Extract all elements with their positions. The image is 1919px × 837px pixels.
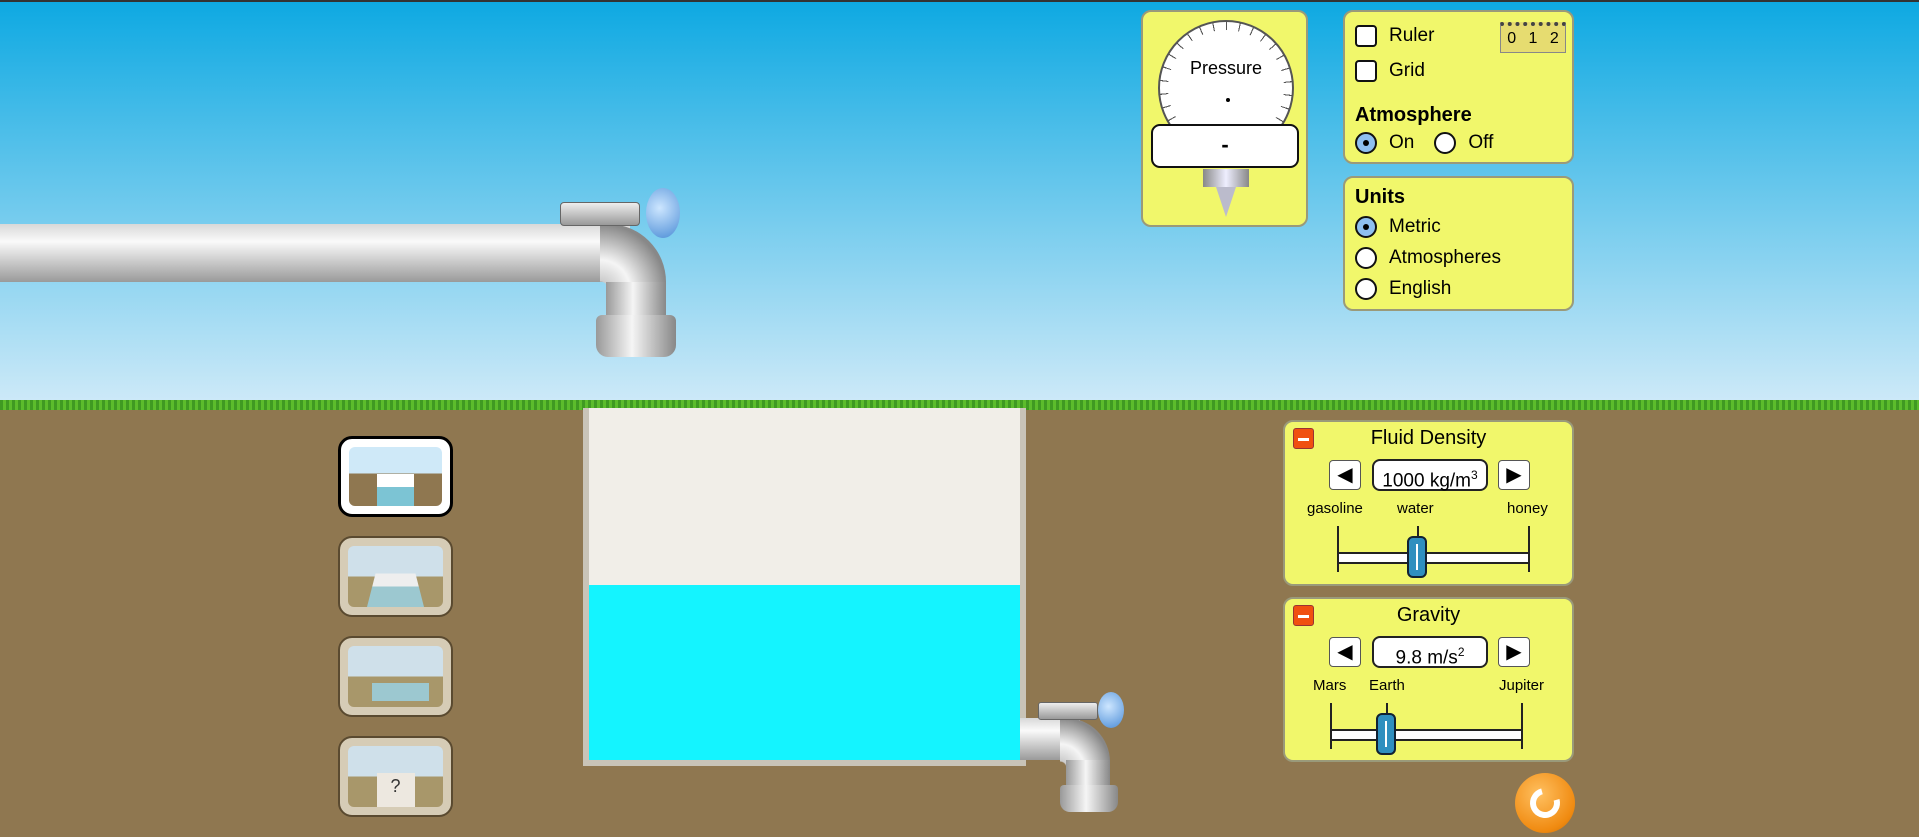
- gravity-value[interactable]: 9.8 m/s2: [1372, 636, 1488, 668]
- atmosphere-off-radio[interactable]: [1434, 132, 1457, 154]
- top-faucet-knob[interactable]: [646, 188, 680, 238]
- fluid-density-panel: Fluid Density ◀ 1000 kg/m3 ▶ gasoline wa…: [1283, 420, 1574, 586]
- reset-all-button[interactable]: [1515, 773, 1575, 833]
- units-english-label: English: [1389, 278, 1452, 299]
- water: [589, 585, 1020, 760]
- ruler-tick: 2: [1549, 30, 1559, 47]
- ruler-checkbox[interactable]: [1355, 25, 1377, 47]
- atmosphere-title: Atmosphere: [1355, 104, 1472, 126]
- gauge-probe-tip: [1216, 187, 1236, 217]
- gravity-label-jupiter: Jupiter: [1499, 677, 1545, 694]
- ruler-checkbox-row[interactable]: Ruler: [1355, 25, 1434, 47]
- gravity-title: Gravity: [1396, 604, 1461, 626]
- ruler-tick: 1: [1528, 30, 1538, 47]
- ruler-tick: 0: [1507, 30, 1517, 47]
- gravity-decrease-button[interactable]: ◀: [1329, 637, 1361, 667]
- units-metric-label: Metric: [1389, 216, 1441, 237]
- units-title: Units: [1355, 186, 1405, 208]
- atmosphere-on-radio[interactable]: [1355, 132, 1377, 154]
- density-value[interactable]: 1000 kg/m3: [1372, 459, 1488, 491]
- collapse-fluid-density-button[interactable]: [1293, 428, 1314, 449]
- units-atmospheres-radio[interactable]: [1355, 247, 1377, 269]
- gauge-readout: -: [1151, 124, 1299, 168]
- fluid-density-title: Fluid Density: [1370, 427, 1487, 449]
- density-label-gasoline: gasoline: [1307, 500, 1363, 517]
- grass: [0, 400, 1919, 410]
- top-faucet-handle[interactable]: [560, 202, 640, 226]
- sky: [0, 0, 1919, 406]
- pool: [583, 408, 1026, 766]
- gravity-increase-button[interactable]: ▶: [1498, 637, 1530, 667]
- scene-button-chamber-pool[interactable]: [338, 636, 453, 717]
- mystery-label: ?: [376, 773, 415, 807]
- atmosphere-off-label: Off: [1468, 132, 1494, 153]
- bottom-faucet-handle[interactable]: [1038, 702, 1098, 720]
- units-atmospheres-label: Atmospheres: [1389, 247, 1501, 268]
- pressure-gauge-panel[interactable]: Pressure -: [1141, 10, 1308, 227]
- collapse-gravity-button[interactable]: [1293, 605, 1314, 626]
- units-metric-radio[interactable]: [1355, 216, 1377, 238]
- units-english-radio[interactable]: [1355, 278, 1377, 300]
- gravity-slider-track[interactable]: [1330, 729, 1523, 741]
- atmosphere-on-label: On: [1389, 132, 1415, 153]
- density-increase-button[interactable]: ▶: [1498, 460, 1530, 490]
- gravity-label-mars: Mars: [1313, 677, 1347, 694]
- scene-button-trapezoid-pool[interactable]: [338, 536, 453, 617]
- gauge-label: Pressure: [1189, 58, 1263, 78]
- grid-checkbox-row[interactable]: Grid: [1355, 60, 1425, 82]
- grid-label: Grid: [1389, 60, 1425, 81]
- density-slider-track[interactable]: [1337, 552, 1530, 564]
- ruler-label: Ruler: [1389, 25, 1435, 46]
- density-label-water: water: [1397, 500, 1434, 517]
- gravity-slider-knob[interactable]: [1376, 713, 1396, 755]
- density-label-honey: honey: [1507, 500, 1548, 517]
- bottom-faucet-knob[interactable]: [1098, 692, 1124, 728]
- units-panel: Units Metric Atmospheres English: [1343, 176, 1574, 311]
- density-decrease-button[interactable]: ◀: [1329, 460, 1361, 490]
- grid-checkbox[interactable]: [1355, 60, 1377, 82]
- reset-icon: [1524, 782, 1566, 824]
- gravity-label-earth: Earth: [1369, 677, 1405, 694]
- density-slider-knob[interactable]: [1407, 536, 1427, 578]
- scene-button-rectangular-pool[interactable]: [338, 436, 453, 517]
- gravity-panel: Gravity ◀ 9.8 m/s2 ▶ Mars Earth Jupiter: [1283, 597, 1574, 762]
- scene-button-mystery-pool[interactable]: ?: [338, 736, 453, 817]
